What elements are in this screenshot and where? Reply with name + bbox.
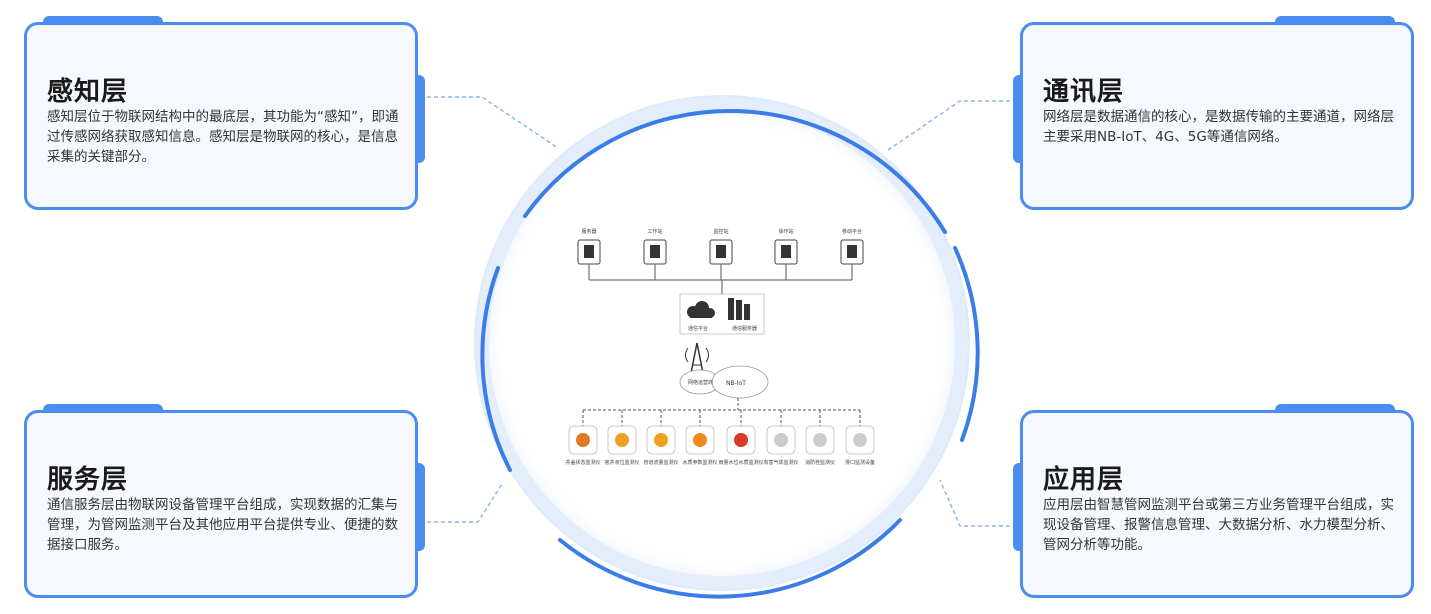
device-4: 雨量水位水质监测仪	[718, 410, 764, 466]
top-node-glyph	[781, 245, 791, 258]
connector-service	[420, 483, 503, 523]
device-label: 管道流量监测仪	[643, 459, 678, 466]
device-icon	[813, 433, 827, 447]
network-cloud	[679, 365, 769, 399]
top-node-1: 工作站	[643, 228, 667, 280]
top-node-label: 服务器	[581, 228, 596, 235]
card-communication-description: 网络层是数据通信的核心，是数据传输的主要通道，网络层主要采用NB-IoT、4G、…	[1043, 109, 1394, 145]
card-service-description: 通信服务层由物联网设备管理平台组成，实现数据的汇集与管理，为管网监测平台及其他应…	[47, 497, 398, 553]
device-0: 井盖状态监测仪	[565, 410, 601, 466]
top-node-glyph	[847, 245, 857, 258]
top-node-0: 服务器	[577, 228, 601, 280]
top-node-glyph	[584, 245, 594, 258]
top-node-label: 工作站	[647, 228, 662, 235]
device-label: 雨量水位水质监测仪	[718, 459, 763, 466]
top-node-label: 操作站	[778, 228, 793, 235]
card-application: 应用层 应用层由智慧管网监测平台或第三方业务管理平台组成，实现设备管理、报警信息…	[1013, 404, 1414, 598]
top-node-4: 移动平台	[840, 228, 864, 280]
device-icon	[654, 433, 668, 447]
platform-label-1: 通信服务器	[732, 325, 757, 332]
card-application-description: 应用层由智慧管网监测平台或第三方业务管理平台组成，实现设备管理、报警信息管理、大…	[1043, 497, 1394, 553]
device-icon	[774, 433, 788, 447]
top-node-glyph	[716, 245, 726, 258]
device-1: 窨井液位监测仪	[604, 410, 640, 466]
connector-communication	[887, 100, 1017, 151]
device-3: 水质参数监测仪	[682, 410, 718, 466]
device-7: 排口监测设备	[845, 410, 875, 466]
device-icon	[853, 433, 867, 447]
device-label: 消防栓监测仪	[805, 459, 835, 466]
card-perception-description: 感知层位于物联网结构中的最底层，其功能为“感知”，即通过传感网络获取感知信息。感…	[47, 109, 399, 165]
top-node-3: 操作站	[774, 228, 798, 280]
top-node-glyph	[650, 245, 660, 258]
top-node-2: 监控站	[709, 228, 733, 280]
cloud-label: NB-IoT	[726, 380, 746, 387]
device-5: 有害气体监测仪	[763, 410, 799, 466]
card-perception-title: 感知层	[47, 77, 129, 107]
top-node-label: 移动平台	[842, 228, 862, 235]
ring-arc-bottom	[558, 518, 902, 599]
ring-arc-right	[953, 246, 980, 442]
device-icon	[615, 433, 629, 447]
card-communication: 通讯层 网络层是数据通信的核心，是数据传输的主要通道，网络层主要采用NB-IoT…	[1013, 16, 1414, 210]
card-perception: 感知层 感知层位于物联网结构中的最底层，其功能为“感知”，即通过传感网络获取感知…	[24, 16, 425, 210]
card-service-title: 服务层	[47, 465, 129, 495]
ring-arc-top	[523, 108, 947, 234]
device-label: 有害气体监测仪	[763, 459, 798, 466]
device-label: 水质参数监测仪	[682, 459, 717, 466]
tower-label: 网络运营商	[688, 379, 713, 386]
device-icon	[734, 433, 748, 447]
device-2: 管道流量监测仪	[643, 410, 679, 466]
platform-cloud-icon	[687, 301, 715, 318]
platform-label-0: 通信平台	[688, 325, 708, 332]
device-label: 窨井液位监测仪	[604, 459, 639, 466]
card-service: 服务层 通信服务层由物联网设备管理平台组成，实现数据的汇集与管理，为管网监测平台…	[24, 404, 425, 598]
device-6: 消防栓监测仪	[805, 410, 835, 466]
device-icon	[693, 433, 707, 447]
device-label: 排口监测设备	[845, 459, 875, 466]
connector-application	[939, 479, 1017, 527]
device-icon	[576, 433, 590, 447]
card-application-title: 应用层	[1043, 465, 1125, 495]
top-node-label: 监控站	[713, 228, 728, 235]
card-communication-title: 通讯层	[1043, 77, 1125, 107]
platform-server-icon	[728, 298, 750, 320]
device-label: 井盖状态监测仪	[565, 459, 600, 466]
ring-arc-left	[480, 266, 512, 472]
